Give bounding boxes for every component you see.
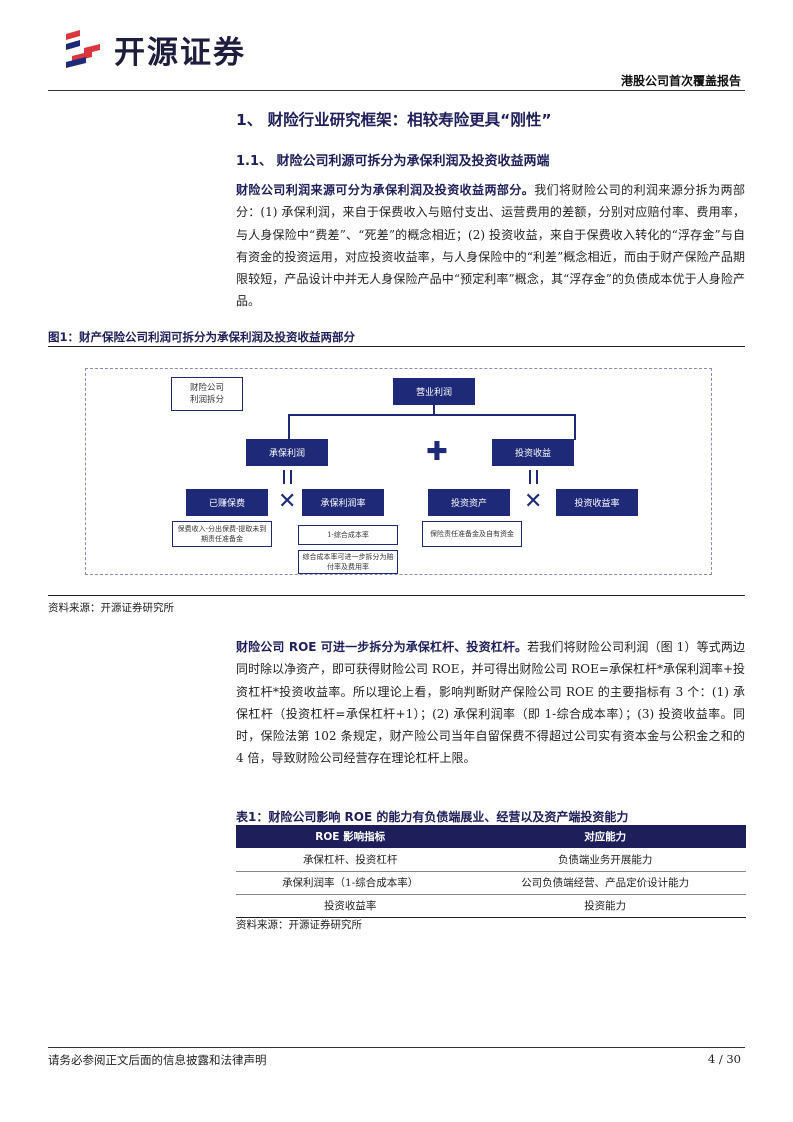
node-investment-assets: 投资资产 [428,489,510,516]
node-underwriting-profit: 承保利润 [246,439,328,466]
table-cell: 承保杠杆、投资杠杆 [236,848,465,872]
subsection-heading: 1.1、 财险公司利源可拆分为承保利润及投资收益两端 [236,154,550,169]
paragraph-roe: 财险公司 ROE 可进一步拆分为承保杠杆、投资杠杆。若我们将财险公司利润（图 1… [236,636,745,770]
node-earned-premium: 已赚保费 [186,489,268,516]
paragraph-body: 若我们将财险公司利润（图 1）等式两边同时除以净资产，即可获得财险公司 ROE，… [236,640,746,766]
node-investment-yield: 投资收益率 [556,489,638,516]
section-heading: 1、 财险行业研究框架：相较寿险更具“刚性” [236,111,552,129]
figure-top-rule [48,346,745,347]
column-header: ROE 影响指标 [236,825,465,848]
footer-disclaimer: 请务必参阅正文后面的信息披露和法律声明 [48,1053,267,1067]
table-row: 承保利润率（1-综合成本率） 公司负债端经营、产品定价设计能力 [236,871,746,895]
multiply-icon: ✕ [524,489,543,514]
node-investment-income: 投资收益 [492,439,574,466]
node-underwriting-margin: 承保利润率 [302,489,384,516]
note-combined-ratio-split: 综合成本率可进一步拆分为赔付率及费用率 [298,550,398,574]
report-type: 港股公司首次覆盖报告 [620,74,741,88]
connector [433,405,435,415]
table-cell: 投资收益率 [236,894,465,918]
paragraph-body: 我们将财险公司的利润来源分拆为两部分：(1) 承保利润，来自于保费收入与赔付支出… [236,183,745,309]
figure-source: 资料来源：开源证券研究所 [48,602,174,614]
header-divider [48,90,745,91]
column-header: 对应能力 [464,825,746,848]
multiply-icon: ✕ [278,489,297,514]
table-source: 资料来源：开源证券研究所 [236,919,362,931]
table-row: 投资收益率 投资能力 [236,894,746,918]
bracket-connector [288,414,576,440]
note-premium-formula: 保费收入-分出保费-提取未到期责任准备金 [172,521,272,547]
table-title: 表1：财险公司影响 ROE 的能力有负债端展业、经营以及资产端投资能力 [236,810,629,824]
paragraph-lead: 财险公司利润来源可分为承保利润及投资收益两部分。 [236,183,535,197]
profit-breakdown-diagram: 财险公司 利润拆分 营业利润 承保利润 ✚ 投资收益 已赚保费 ✕ 承保利润率 … [85,368,712,575]
note-combined-ratio: 1-综合成本率 [298,525,398,545]
logo-mark-icon [62,26,106,72]
paragraph-profit-sources: 财险公司利润来源可分为承保利润及投资收益两部分。我们将财险公司的利润来源分拆为两… [236,179,745,313]
table-cell: 负债端业务开展能力 [464,848,746,872]
company-logo: 开源证券 [62,26,246,72]
footer-divider [48,1047,745,1048]
table-row: 承保杠杆、投资杠杆 负债端业务开展能力 [236,848,746,872]
figure-bottom-rule [48,595,745,596]
table-cell: 投资能力 [464,894,746,918]
equals-icon [529,470,538,484]
page-number: 4 / 30 [707,1052,741,1066]
figure-title: 图1：财产保险公司利润可拆分为承保利润及投资收益两部分 [48,330,355,344]
table-header-row: ROE 影响指标 对应能力 [236,825,746,848]
plus-icon: ✚ [426,437,448,467]
node-operating-profit: 营业利润 [393,378,475,405]
diagram-label-box: 财险公司 利润拆分 [171,377,243,411]
note-investment-assets: 保险责任准备金及自有资金 [422,521,522,547]
brand-name: 开源证券 [114,34,246,71]
table-cell: 公司负债端经营、产品定价设计能力 [464,871,746,895]
roe-factors-table: ROE 影响指标 对应能力 承保杠杆、投资杠杆 负债端业务开展能力 承保利润率（… [236,825,746,918]
equals-icon [283,470,292,484]
paragraph-lead: 财险公司 ROE 可进一步拆分为承保杠杆、投资杠杆。 [236,640,528,654]
table-cell: 承保利润率（1-综合成本率） [236,871,465,895]
